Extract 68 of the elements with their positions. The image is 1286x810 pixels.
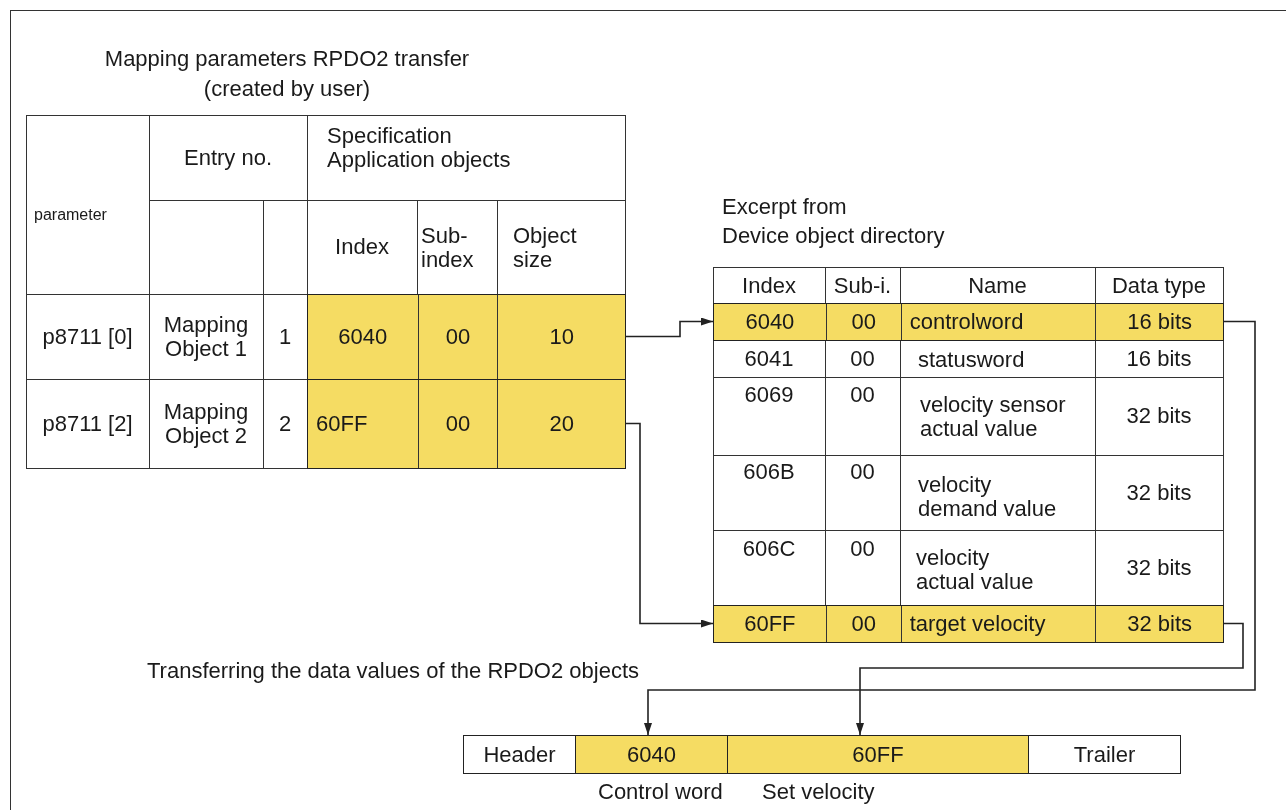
highlighted-cell-group (713, 303, 1224, 341)
cell-text: 16 bits (1127, 310, 1193, 334)
cell-text: controlword (909, 310, 1024, 334)
cell-text: 00 (445, 325, 471, 349)
label-text: Specification Application objects (327, 124, 512, 172)
label-text: Excerpt from (722, 195, 847, 219)
label-text: Sub- index (421, 224, 475, 272)
label-text: Set velocity (762, 780, 875, 804)
cell-text: 00 (851, 310, 876, 334)
highlighted-cell-group (307, 294, 626, 380)
label-text: 00 (850, 537, 875, 561)
arrow (644, 320, 1256, 736)
label-text: Transferring the data values of the RPDO2 objects (147, 659, 639, 683)
cell-text: target velocity (909, 612, 1046, 636)
highlighted-cell-group (575, 735, 728, 774)
label-text: Device object directory (722, 224, 945, 248)
arrow (625, 422, 714, 628)
highlighted-cell-group (727, 735, 1029, 774)
label-text: velocity demand value (918, 473, 1058, 521)
cell-text: 32 bits (1127, 612, 1193, 636)
label-text: Index (742, 273, 796, 298)
label-text: Control word (598, 780, 723, 804)
highlighted-cell-group (463, 735, 576, 774)
label-text: 6041 (744, 346, 794, 371)
cell-text: 6040 (338, 325, 388, 349)
highlighted-cell-group (1028, 735, 1181, 774)
cell-text: 20 (549, 412, 574, 436)
label-text: 1 (278, 324, 292, 349)
label-text: 32 bits (1126, 555, 1192, 580)
label-text: 2 (278, 411, 292, 436)
highlighted-cell-group (713, 605, 1224, 643)
arrow (625, 317, 714, 338)
label-text: 606B (743, 460, 795, 484)
cell-text: 60FF (744, 612, 796, 636)
label-text: 00 (850, 346, 875, 371)
cell-text: Header (483, 742, 556, 767)
label-text: 32 bits (1126, 480, 1192, 505)
label-text: p8711 [2] (42, 411, 133, 436)
cell-text: 10 (549, 325, 574, 349)
cell-text: Trailer (1073, 742, 1136, 767)
label-text: p8711 [0] (42, 324, 133, 349)
cell-text: 60FF (316, 412, 368, 436)
highlighted-cell-group (307, 379, 626, 469)
cell-text: 6040 (745, 310, 795, 334)
label-text: Data type (1111, 273, 1207, 298)
label-text: 00 (850, 383, 875, 407)
label-text: Object size (513, 224, 578, 272)
cell-text: 00 (851, 612, 876, 636)
label-text: velocity actual value (916, 546, 1035, 594)
label-text: Sub-i. (833, 273, 892, 298)
label-text: 6069 (744, 383, 794, 407)
cell-text: 6040 (627, 742, 676, 767)
label-text: 00 (850, 460, 875, 484)
label-text: parameter (34, 205, 107, 225)
cell-text: 00 (445, 412, 471, 436)
label-text: Name (968, 273, 1027, 298)
label-text: Index (335, 235, 389, 259)
label-text: 606C (742, 537, 796, 561)
label-text: 16 bits (1126, 346, 1192, 371)
label-text: Mapping Object 2 (162, 399, 250, 448)
label-text: velocity sensor actual value (920, 393, 1067, 441)
label-text: Entry no. (183, 145, 272, 170)
diagram-title: Mapping parameters RPDO2 transfer (created by user) (103, 45, 471, 103)
label-text: 32 bits (1126, 404, 1192, 428)
label-text: statusword (918, 347, 1025, 372)
cell-text: 60FF (852, 742, 904, 767)
label-text: Mapping Object 1 (162, 312, 250, 361)
arrow (856, 622, 1244, 736)
